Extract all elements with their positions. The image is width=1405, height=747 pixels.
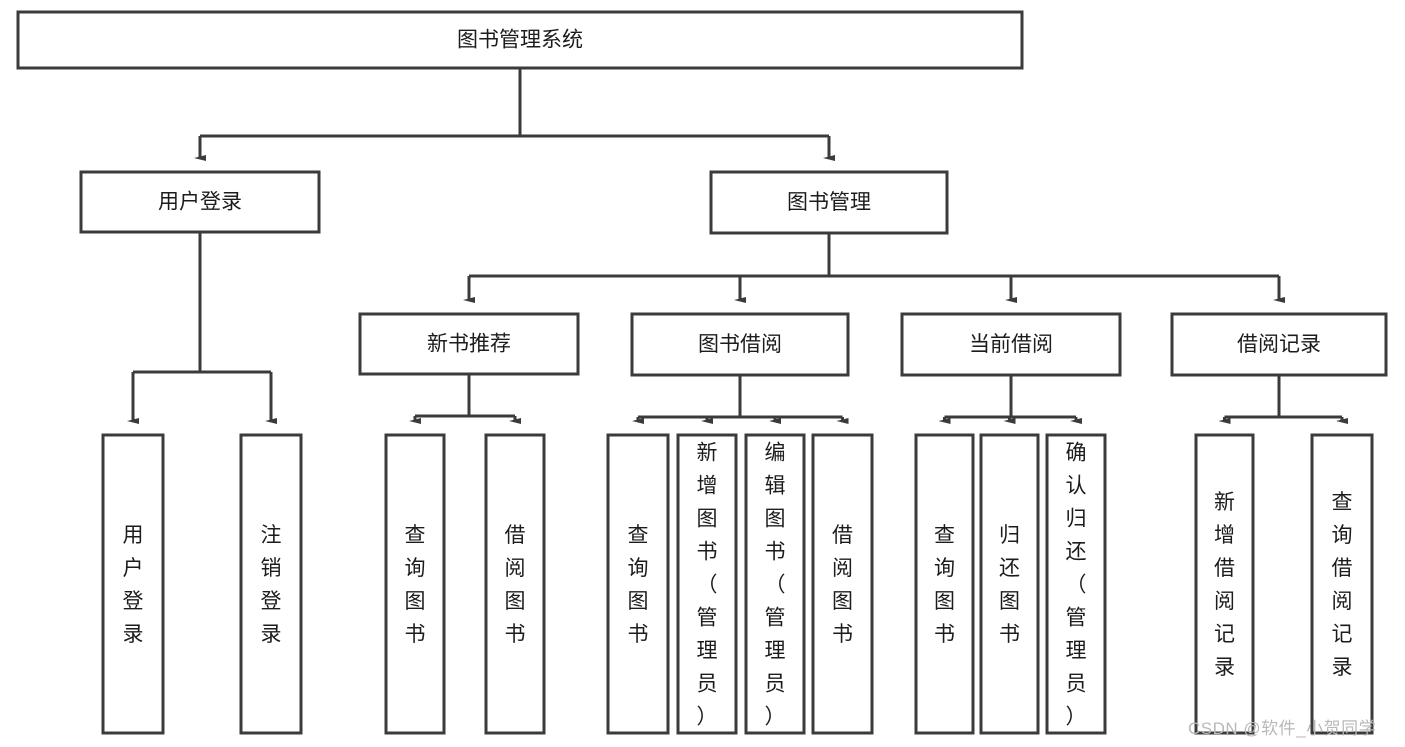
node-label: 图书借阅 xyxy=(698,333,782,356)
node-box xyxy=(101,433,165,735)
node-box xyxy=(1045,433,1107,735)
node-label: 当前借阅 xyxy=(969,333,1053,356)
node-box xyxy=(1310,433,1374,735)
node-box xyxy=(1170,312,1388,377)
node-box xyxy=(239,433,303,735)
node-box xyxy=(744,433,806,735)
node-label: 确认归还（管理员） xyxy=(1066,442,1087,729)
node-label: 查询图书 xyxy=(405,524,426,646)
node-box xyxy=(676,433,738,735)
node-label: 编辑图书（管理员） xyxy=(765,442,786,729)
node-box xyxy=(358,312,580,376)
node-box xyxy=(79,170,321,234)
node-box xyxy=(484,433,546,735)
node-box xyxy=(979,433,1040,735)
connector-layer xyxy=(127,68,1348,424)
node-box xyxy=(16,10,1024,70)
node-label: 借阅图书 xyxy=(832,524,853,646)
node-box xyxy=(1194,433,1255,735)
node-label: 用户登录 xyxy=(158,191,242,214)
node-box xyxy=(811,433,874,735)
node-label: 新增借阅记录 xyxy=(1214,491,1235,679)
node-box xyxy=(900,312,1122,377)
node-label: 新增图书（管理员） xyxy=(697,442,718,729)
node-label: 图书管理 xyxy=(787,191,871,214)
node-box xyxy=(709,170,949,235)
node-label: 归还图书 xyxy=(999,524,1020,646)
node-layer xyxy=(16,10,1388,735)
node-label: 注销登录 xyxy=(261,524,282,646)
node-label: 查询借阅记录 xyxy=(1332,491,1353,679)
node-label: 新书推荐 xyxy=(427,333,511,356)
node-label: 查询图书 xyxy=(934,524,955,646)
node-box xyxy=(914,433,975,735)
node-box xyxy=(384,433,446,735)
node-label: 图书管理系统 xyxy=(457,29,583,52)
node-label: 用户登录 xyxy=(123,524,144,646)
label-layer: 图书管理系统用户登录图书管理新书推荐图书借阅当前借阅借阅记录用户登录注销登录查询… xyxy=(123,29,1353,729)
node-box xyxy=(606,433,670,735)
node-box xyxy=(630,312,850,377)
node-label: 借阅记录 xyxy=(1237,333,1321,356)
node-label: 查询图书 xyxy=(628,524,649,646)
node-label: 借阅图书 xyxy=(505,524,526,646)
